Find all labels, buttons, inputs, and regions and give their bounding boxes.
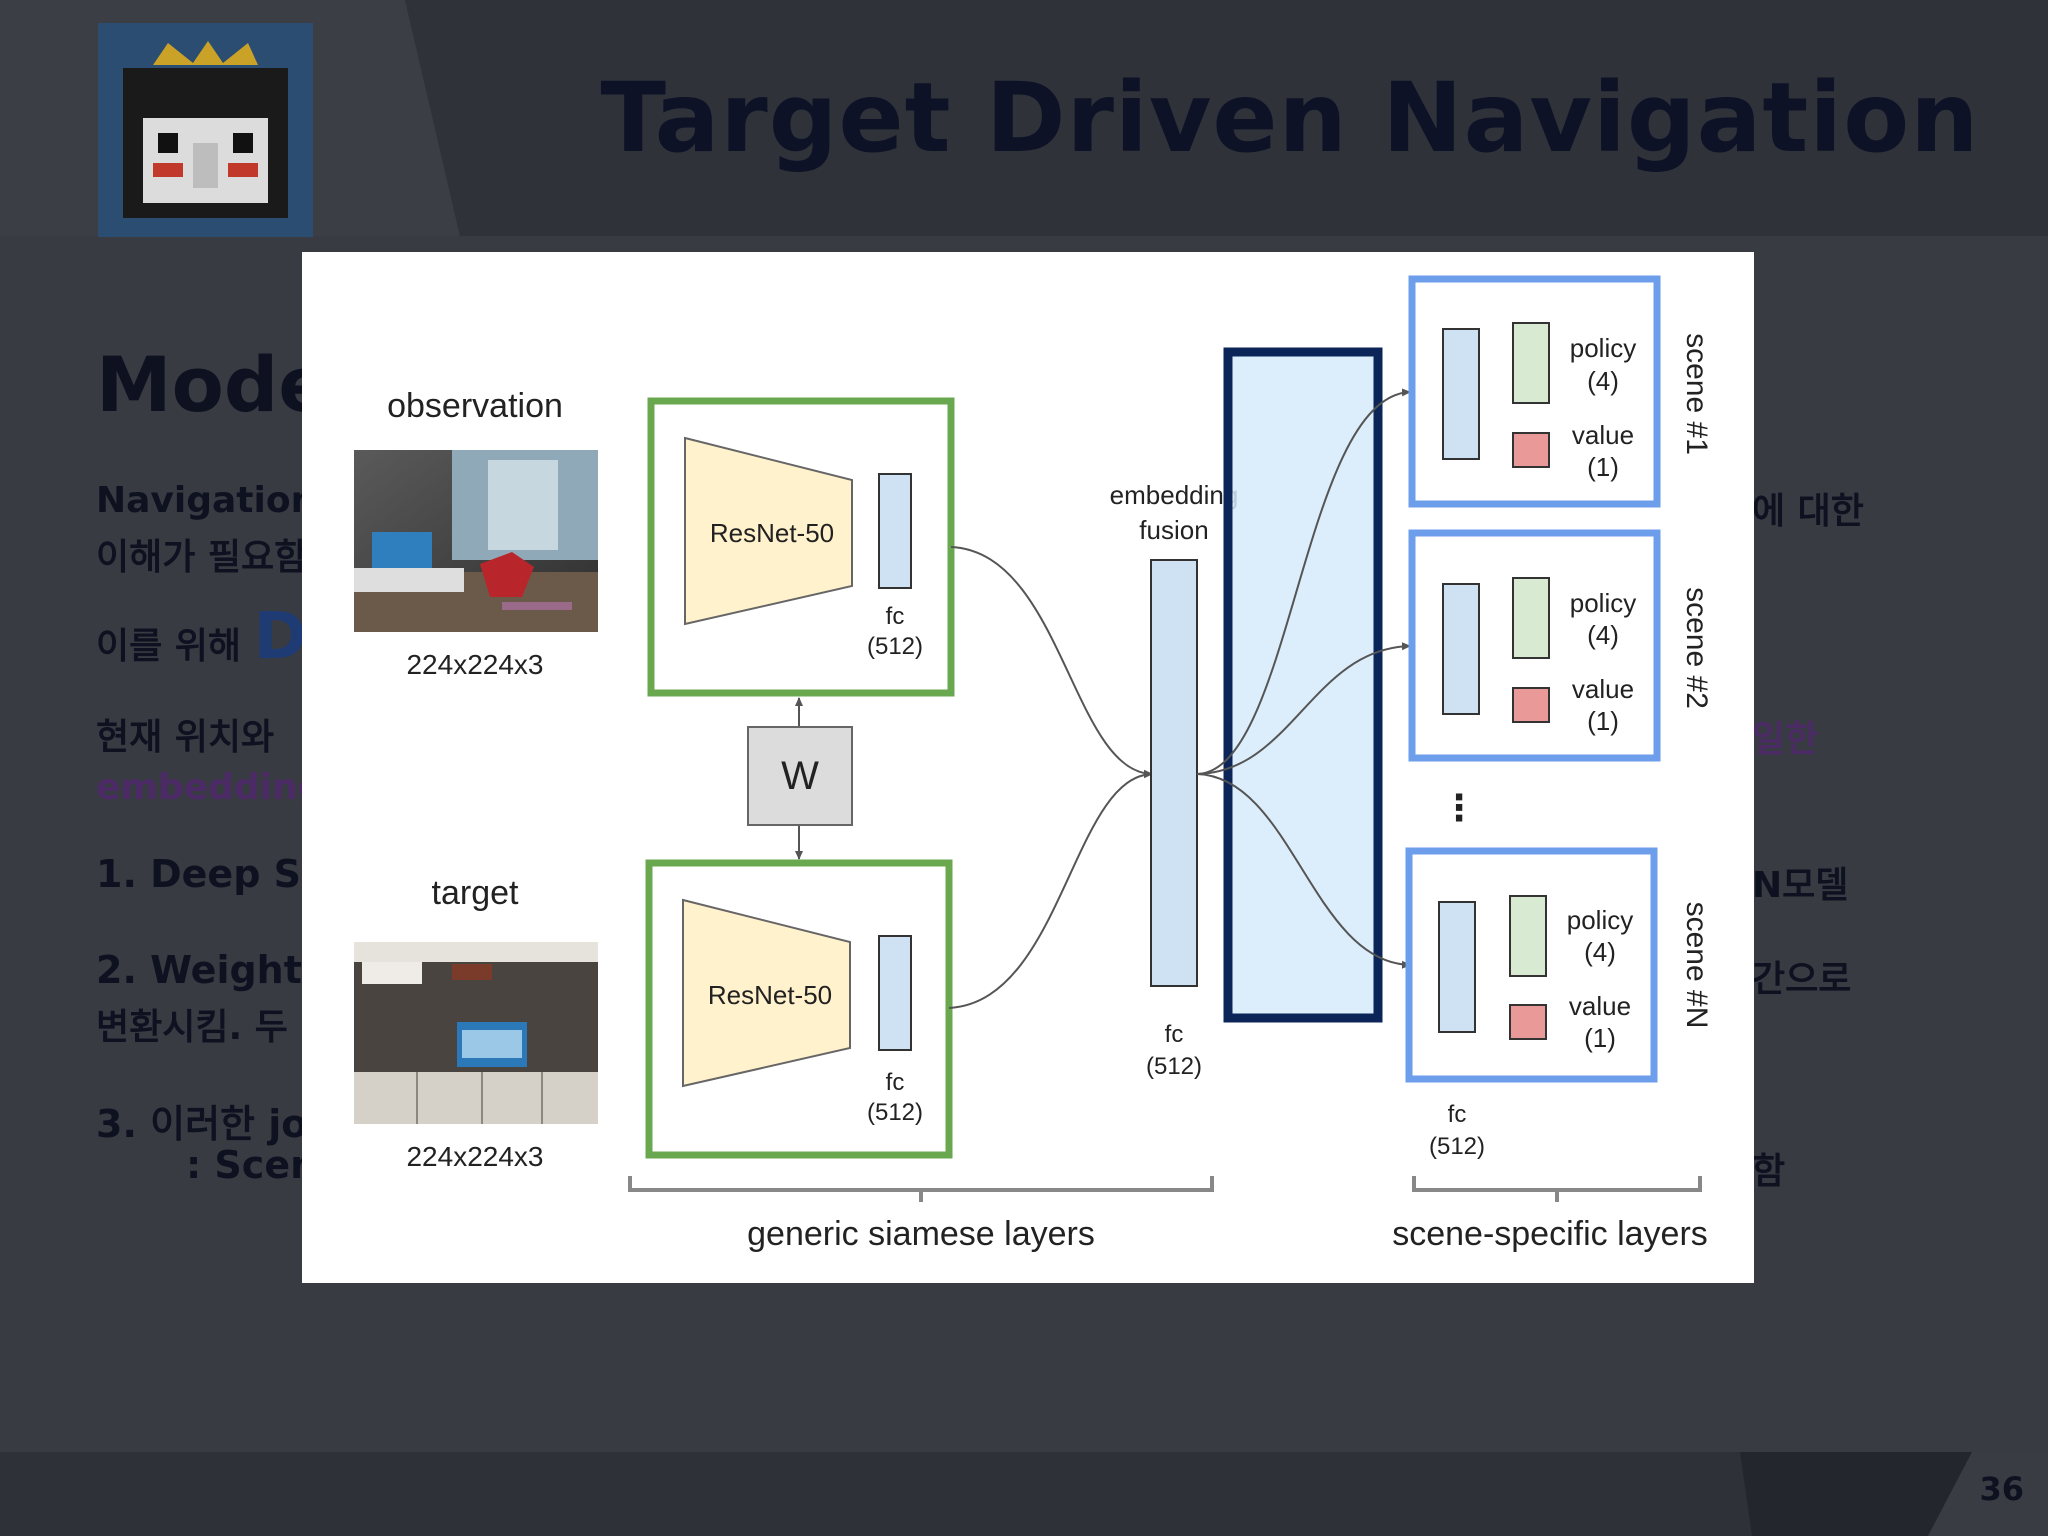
- scene1-value-label: value: [1572, 420, 1634, 450]
- left-text-item2b: 변환시킴. 두: [96, 1007, 288, 1048]
- fusion-fc-bar: [1150, 559, 1198, 987]
- footer-slant-shape: [1740, 1452, 2048, 1536]
- pixel-character-logo: [98, 23, 313, 237]
- right-text-4: 간으로: [1752, 959, 1852, 1000]
- fusion-fc-size: (512): [1146, 1053, 1202, 1080]
- fc-top-label: fc: [886, 603, 905, 630]
- observation-label: observation: [387, 387, 563, 425]
- fusion-highlight-box: [1223, 347, 1383, 1023]
- shared-weight-label: W: [781, 754, 819, 798]
- fc-top-bar: [878, 473, 912, 589]
- right-text-1: 에 대한: [1752, 491, 1864, 532]
- scene1-label: scene #1: [1680, 333, 1713, 455]
- resnet-bottom-shape: [682, 898, 851, 1088]
- sceneN-fc-bar: [1438, 901, 1476, 1033]
- fc-bottom-size: (512): [867, 1099, 923, 1126]
- connector-top-to-fusion: [950, 546, 1153, 778]
- sceneN-label: scene #N: [1680, 902, 1713, 1029]
- sceneN-value-size: (1): [1584, 1023, 1616, 1053]
- target-label: target: [432, 874, 519, 912]
- scene-layers-label: scene-specific layers: [1392, 1215, 1708, 1253]
- left-text-line3: 이를 위해 D: [96, 600, 307, 674]
- sceneN-policy-size: (4): [1584, 937, 1616, 967]
- target-image: [354, 942, 598, 1124]
- left-text-item2a: 2. Weight-s: [96, 948, 341, 992]
- connector-fusion-to-scene1: [1196, 388, 1411, 775]
- scene1-policy-label: policy: [1570, 333, 1636, 363]
- fc-bottom-bar: [878, 935, 912, 1051]
- scene2-fc-bar: [1442, 583, 1480, 715]
- right-text-2: 일한: [1752, 719, 1819, 760]
- scene2-value-label: value: [1572, 674, 1634, 704]
- left-text-line4: 현재 위치와: [96, 717, 275, 758]
- left-text-line2: 이해가 필요함: [96, 537, 308, 578]
- scene-fc-size: (512): [1429, 1133, 1485, 1160]
- fusion-fc-label: fc: [1165, 1021, 1184, 1048]
- connector-fusion-to-sceneN: [1196, 773, 1411, 969]
- scene1-value-size: (1): [1587, 452, 1619, 482]
- scene1-value-box: [1512, 432, 1550, 468]
- scene2-label: scene #2: [1680, 587, 1713, 709]
- connector-fusion-to-scene2: [1196, 642, 1411, 775]
- target-size-label: 224x224x3: [406, 1141, 543, 1172]
- slide-title: Target Driven Navigation: [600, 62, 1980, 174]
- generic-layers-label: generic siamese layers: [747, 1215, 1095, 1253]
- scene2-value-size: (1): [1587, 706, 1619, 736]
- page-number: 36: [1979, 1470, 2024, 1508]
- observation-size-label: 224x224x3: [406, 649, 543, 680]
- resnet-top-label: ResNet-50: [710, 518, 834, 548]
- left-text-line3-prefix: 이를 위해: [96, 626, 242, 667]
- left-text-item3a: 3. 이러한 joi: [96, 1102, 321, 1146]
- resnet-top-shape: [684, 436, 853, 626]
- connector-bottom-to-fusion: [948, 770, 1153, 1009]
- generic-layers-brace: [628, 1176, 1214, 1202]
- fusion-label-2: fusion: [1139, 515, 1208, 545]
- footer-band: [0, 1452, 2048, 1536]
- left-text-item3b: : Scen: [186, 1143, 318, 1187]
- scene1-fc-bar: [1442, 328, 1480, 460]
- resnet-bottom-label: ResNet-50: [708, 980, 832, 1010]
- scene2-policy-size: (4): [1587, 620, 1619, 650]
- left-text-line3-accent: D: [253, 600, 307, 674]
- scene-fc-label: fc: [1448, 1101, 1467, 1128]
- shared-weight-box: [747, 726, 853, 826]
- sceneN-policy-bar: [1509, 895, 1547, 977]
- scene-layers-brace: [1412, 1176, 1702, 1202]
- scene2-policy-label: policy: [1570, 588, 1636, 618]
- sceneN-value-box: [1509, 1004, 1547, 1040]
- architecture-figure: observation 224x224x3 target 224x224x3 R…: [302, 252, 1754, 1283]
- scene1-policy-size: (4): [1587, 366, 1619, 396]
- scenes-ellipsis: ⋮: [1441, 787, 1477, 828]
- fc-bottom-label: fc: [886, 1069, 905, 1096]
- sceneN-policy-label: policy: [1567, 905, 1633, 935]
- observation-image: [354, 450, 598, 632]
- fusion-label-1: embedding: [1110, 480, 1239, 510]
- scene2-policy-bar: [1512, 577, 1550, 659]
- right-text-3: N모델: [1752, 865, 1849, 906]
- scene1-policy-bar: [1512, 322, 1550, 404]
- sceneN-value-label: value: [1569, 991, 1631, 1021]
- fc-top-size: (512): [867, 633, 923, 660]
- architecture-diagram: observation 224x224x3 target 224x224x3 R…: [354, 275, 1713, 1253]
- scene2-value-box: [1512, 687, 1550, 723]
- right-text-5: 함: [1752, 1151, 1786, 1192]
- left-text-line1: Navigation: [96, 480, 317, 521]
